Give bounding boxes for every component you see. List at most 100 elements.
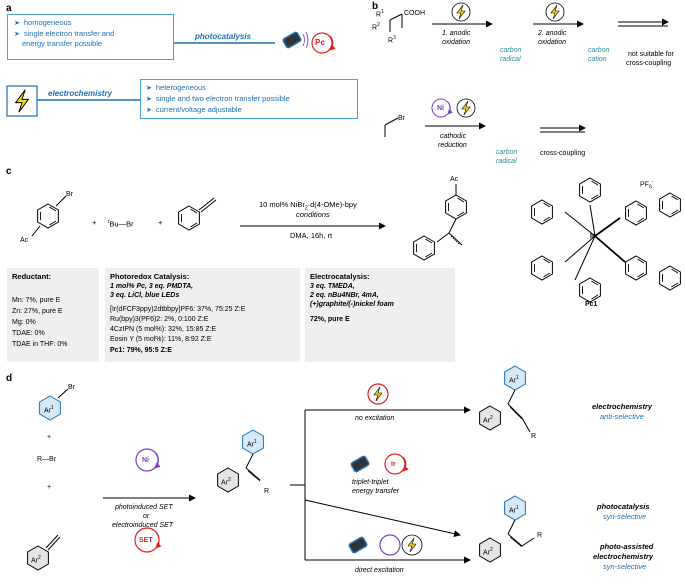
carbon-radical-label: carbon xyxy=(500,47,522,54)
electro-title: Electrocatalysis: xyxy=(310,272,370,281)
photoredox-item-1: [Ir(dFCF3ppy)2dtbbpy]PF6: 37%, 75:25 Z:E xyxy=(110,306,246,313)
d-r-br: R—Br xyxy=(37,456,57,463)
carbon-cation-label: carbon xyxy=(588,47,610,54)
cross-coupling-text: cross-coupling xyxy=(540,150,586,157)
photocatalysis-box xyxy=(7,14,174,60)
tbu-br-label: tBu—Br xyxy=(108,219,134,229)
out3-sub: syn-selective xyxy=(603,562,647,571)
p1-ar1: Ar1 xyxy=(509,375,519,385)
p2-r: R xyxy=(537,532,543,539)
out2-sub: syn-selective xyxy=(603,512,647,521)
carbon-radical-label-b: radical xyxy=(500,56,521,63)
step1-text: 1. anodic xyxy=(442,30,471,37)
p2-ar2: Ar2 xyxy=(483,547,493,557)
not-suitable-text: not suitable for xyxy=(628,51,674,58)
d-ar2-label: Ar2 xyxy=(31,555,41,565)
electrochemistry-box xyxy=(140,79,358,119)
c-plus-2: + xyxy=(158,218,163,227)
r1-label: R1 xyxy=(376,9,384,19)
photoredox-item-3: 4CzIPN (5 mol%): 32%, 15:85 Z:E xyxy=(110,326,217,333)
step2-text: 2. anodic xyxy=(538,30,567,37)
electrochemistry-label: electrochemistry xyxy=(48,89,113,98)
reductant-item-5: TDAE in THF: 0% xyxy=(12,341,68,348)
c-br-label: Br xyxy=(66,191,73,198)
p1-ar2: Ar2 xyxy=(483,415,493,425)
pc-badge: Pc xyxy=(315,38,325,47)
p1-r: R xyxy=(531,433,537,440)
photoredox-best: Pc1: 79%, 95:5 Z:E xyxy=(110,347,172,354)
int-ar1-label: Ar1 xyxy=(247,439,257,449)
reductant-box xyxy=(7,268,99,362)
carbon-radical2-label-b: radical xyxy=(496,158,517,165)
photocatalysis-item-2: single electron transfer and xyxy=(14,29,114,39)
no-excitation-text: no excitation xyxy=(355,415,395,422)
out3-title: photo-assisted xyxy=(600,542,654,551)
electro-box xyxy=(305,268,455,362)
photoredox-item-4: Eosin Y (5 mol%): 11%, 8:92 Z:E xyxy=(110,336,212,343)
electro-sub-2: 2 eq. nBu4NBr, 4mA, xyxy=(310,292,379,299)
ni-badge-b: Ni xyxy=(437,105,444,112)
conditions-line-2: conditions xyxy=(296,210,330,219)
d-br-label: Br xyxy=(68,384,75,391)
direct-excitation-text: direct excitation xyxy=(355,567,404,574)
p2-ar1: Ar1 xyxy=(509,505,519,515)
reductant-item-3: Mg: 0% xyxy=(12,319,36,326)
pc1-complex xyxy=(531,177,681,303)
photocatalysis-item-3: energy transfer possible xyxy=(22,39,103,48)
d-ar1-label: Ar1 xyxy=(44,405,54,415)
or-text: or xyxy=(143,513,150,520)
step1b-text: oxidation xyxy=(442,39,471,46)
cooh-label: COOH xyxy=(404,10,425,17)
r2-label: R2 xyxy=(372,22,380,32)
int-ar2-label: Ar2 xyxy=(221,477,231,487)
out2-title: photocatalysis xyxy=(597,502,650,511)
photoredox-sub-2: 3 eq. LiCl, blue LEDs xyxy=(110,292,180,299)
c-ac-label: Ac xyxy=(20,237,29,244)
reductant-item-2: Zn: 27%, pure E xyxy=(12,308,63,315)
not-suitable-text-b: cross-coupling xyxy=(626,60,672,67)
d-ni-badge: Ni xyxy=(142,457,149,464)
photoredox-sub-1: 1 mol% Pc, 3 eq. PMDTA, xyxy=(110,283,194,290)
out1-title: electrochemistry xyxy=(592,402,653,411)
carbon-cation-label-b: cation xyxy=(588,56,607,63)
panel-label-a: a xyxy=(6,3,12,14)
pc1-label: Pc1 xyxy=(585,301,598,308)
conditions-line-3: DMA, 16h, rt xyxy=(290,231,333,240)
reductant-title: Reductant: xyxy=(12,272,52,281)
electro-result: 72%, pure E xyxy=(310,316,350,323)
pc-catalyst-circle xyxy=(311,32,333,54)
int-r-label: R xyxy=(264,488,270,495)
electro-item-1: heterogeneous xyxy=(146,83,206,93)
photo-set-text: photoinduced SET xyxy=(115,504,173,511)
electro-item-3: current/voltage adjustable xyxy=(146,105,242,115)
d-plus-1: + xyxy=(47,434,52,441)
photocatalysis-item-1: homogeneous xyxy=(14,18,71,28)
electro-set-text: electroinduced SET xyxy=(112,522,174,529)
electro-sub-1: 3 eq. TMEDA, xyxy=(310,283,355,290)
c-plus-1: + xyxy=(92,218,97,227)
electro-sub-3: (+)graphite/(-)nickel foam xyxy=(310,301,394,308)
photoredox-box xyxy=(105,268,300,362)
energy-transfer-text: energy transfer xyxy=(352,488,400,495)
lamp-icon xyxy=(281,30,303,50)
product-ac-label: Ac xyxy=(450,176,459,183)
electro-item-2: single and two electron transfer possibl… xyxy=(146,94,290,104)
photoredox-title: Photoredox Catalysis: xyxy=(110,272,190,281)
r3-label: R3 xyxy=(388,35,396,45)
d-plus-2: + xyxy=(47,484,52,491)
photocatalysis-label: photocatalysis xyxy=(195,32,252,41)
br-label: Br xyxy=(398,115,405,122)
d-set-badge: SET xyxy=(139,537,153,544)
d-ir-badge: Ir xyxy=(391,461,396,468)
out3-title-2: electrochemistry xyxy=(593,552,654,561)
panel-label-b: b xyxy=(372,1,379,12)
cathodic-text: cathodic xyxy=(440,133,467,140)
reductant-item-1: Mn: 7%, pure E xyxy=(12,297,61,304)
pf6-label: PF6- xyxy=(640,179,654,191)
panel-label-c: c xyxy=(6,166,12,177)
conditions-line-1: 10 mol% NiBr2·d(4-OMe)-bpy xyxy=(259,200,357,212)
triplet-text: triplet-triplet xyxy=(352,479,389,486)
cathodic-text-b: reduction xyxy=(438,142,467,149)
photoredox-item-2: Ru(bpy)3(PF6)2: 2%, 0:100 Z:E xyxy=(110,316,209,323)
